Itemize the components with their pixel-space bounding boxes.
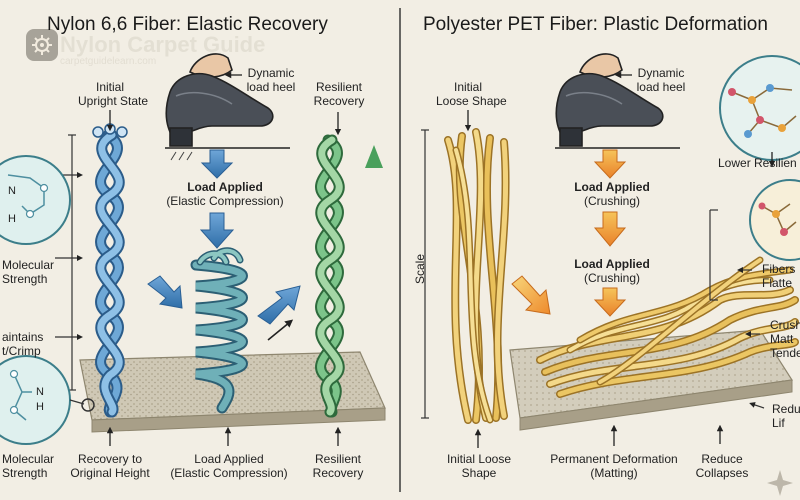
nylon-diag-arrow-1	[147, 275, 183, 309]
watermark-title: Nylon Carpet Guide	[60, 32, 266, 57]
nylon-load-label: Load Applied(Elastic Compression)	[166, 180, 284, 208]
pet-load-arrow-3	[593, 287, 627, 317]
pet-crushed-fiber	[536, 256, 799, 398]
nylon-load-arrow-1	[200, 149, 234, 179]
pet-flatten-bracket	[709, 209, 765, 409]
nylon-recovered-fiber	[315, 134, 345, 418]
atom-label-n-bottom: N	[36, 386, 44, 398]
nylon-load-arrow-2	[199, 212, 235, 249]
pet-load-arrow-1	[593, 149, 627, 179]
pet-load-arrow-2	[593, 211, 627, 247]
pet-initial-fiber	[444, 128, 510, 424]
sparkle-icon	[767, 470, 793, 496]
pet-scale-bracket	[421, 129, 429, 419]
polyester-title: Polyester PET Fiber: Plastic Deformation	[423, 14, 768, 35]
pet-load-label-1: Load Applied(Crushing)	[574, 180, 650, 208]
nylon-diag-arrow-2	[257, 285, 301, 325]
pet-scale-label: Scale	[413, 253, 427, 285]
watermark-url: carpetguidelearn.com	[60, 56, 157, 67]
pet-diag-arrow	[511, 275, 551, 315]
gear-icon	[32, 35, 52, 55]
molecule-circle-top	[0, 155, 71, 245]
pet-molecule-circle-bottom	[749, 179, 800, 261]
nylon-initial-fiber	[92, 123, 128, 418]
pet-molecule-circle-top	[719, 55, 800, 161]
pet-shoe	[555, 53, 680, 149]
nylon-shoe	[165, 53, 290, 161]
nylon-bottom-load: Load Applied(Elastic Compression)	[170, 452, 288, 480]
nylon-small-arrow	[267, 319, 294, 341]
logo-badge	[26, 29, 58, 61]
nylon-title: Nylon 6,6 Fiber: Elastic Recovery	[47, 14, 328, 35]
recovery-arrowhead	[365, 145, 383, 168]
nylon-bottom-pointers	[106, 426, 342, 446]
pet-pointers	[464, 71, 776, 448]
pet-bottom-permanent: Permanent Deformation(Matting)	[550, 452, 678, 480]
atom-label-h-top: H	[8, 213, 16, 225]
molecule-circle-bottom	[0, 355, 71, 445]
pet-lower-resilience: Lower Resilien	[718, 156, 797, 170]
atom-label-n-top: N	[8, 185, 16, 197]
nylon-top-pointers	[106, 71, 342, 136]
atom-label-h-bottom: H	[36, 401, 44, 413]
pet-load-label-2: Load Applied(Crushing)	[574, 257, 650, 285]
nylon-compressed-fiber	[190, 247, 248, 414]
